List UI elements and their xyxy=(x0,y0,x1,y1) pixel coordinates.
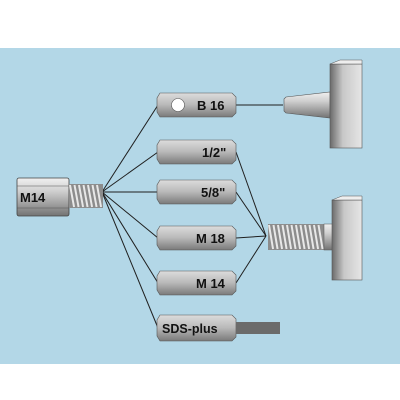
thread-ridge xyxy=(268,224,275,250)
thread-ridge xyxy=(290,224,297,250)
thread-ridge xyxy=(313,224,320,250)
thread-ridge xyxy=(286,224,293,250)
thread-ridge xyxy=(308,224,315,250)
thread-ridge xyxy=(96,184,103,208)
thread-ridge xyxy=(277,224,284,250)
adapter-label-five-eighths: 5/8" xyxy=(201,185,225,200)
thread-ridge xyxy=(295,224,302,250)
thread-ridge xyxy=(87,184,94,208)
thread-ridge xyxy=(272,224,279,250)
thread-ridge xyxy=(281,224,288,250)
thread-ridge xyxy=(78,184,85,208)
thread-ridge xyxy=(82,184,89,208)
connector-lines xyxy=(101,104,283,329)
adapter-label-m14: M 14 xyxy=(196,276,226,291)
thread-ridge xyxy=(91,184,98,208)
adapter-m18: M 18 xyxy=(156,225,237,251)
adapter-label-sds-plus: SDS-plus xyxy=(162,322,218,336)
adapter-b16: B 16 xyxy=(156,92,237,118)
adapter-sds-plus: SDS-plus xyxy=(156,314,280,342)
thread-ridge xyxy=(317,224,324,250)
adapter-half-inch: 1/2" xyxy=(156,139,237,165)
adapter-m14: M 14 xyxy=(156,270,237,296)
adapter-label-half-inch: 1/2" xyxy=(202,145,226,160)
adapter-five-eighths: 5/8" xyxy=(156,179,237,205)
thread-ridge xyxy=(304,224,311,250)
b16-hole-icon xyxy=(171,98,185,112)
adapter-label-b16: B 16 xyxy=(197,98,224,113)
adapter-label-m18: M 18 xyxy=(196,231,225,246)
sds-shank xyxy=(236,322,280,334)
thread-ridge xyxy=(69,184,76,208)
source-thread: M14 xyxy=(16,177,103,217)
thread-ridge xyxy=(73,184,80,208)
m14-thread-icon xyxy=(69,184,103,208)
thread-ridge xyxy=(299,224,306,250)
source-thread-label: M14 xyxy=(20,190,46,205)
threaded-spindle-icon xyxy=(268,195,363,281)
taper-shank-icon xyxy=(283,59,363,149)
